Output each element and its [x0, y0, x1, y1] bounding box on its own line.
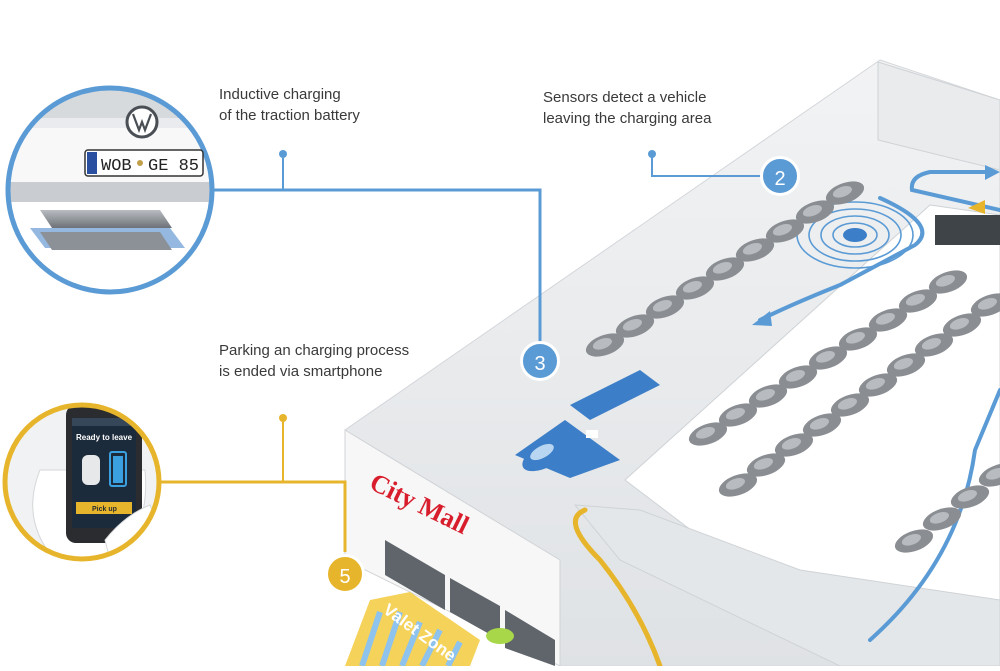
parked-car — [894, 529, 934, 553]
parked-car — [774, 433, 814, 457]
phone-status-title: Ready to leave — [76, 433, 133, 442]
valet-car — [486, 628, 514, 644]
caption-inductive: Inductive charging of the traction batte… — [219, 84, 360, 126]
parked-car — [928, 270, 968, 294]
parked-car — [914, 333, 954, 357]
ramp — [573, 504, 1000, 667]
parked-car — [825, 181, 865, 205]
entrance-arrow — [968, 200, 985, 214]
caption-parking-line-2: is ended via smartphone — [219, 363, 383, 380]
caption-sensors-line-2: leaving the charging area — [543, 110, 712, 127]
parked-car — [718, 403, 758, 427]
parked-car — [718, 473, 758, 497]
caption-sensors: Sensors detect a vehicle leaving the cha… — [543, 87, 711, 129]
garage-back-wall — [877, 61, 1000, 171]
parked-car — [898, 289, 938, 313]
inductive-charging-inset: WOB GE 85 — [5, 85, 215, 295]
phone-pickup-button[interactable]: Pick up — [92, 506, 117, 513]
parked-car — [922, 507, 962, 531]
parked-car — [746, 453, 786, 477]
parked-car — [868, 308, 908, 332]
parked-car — [795, 200, 835, 224]
smartphone-inset: Ready to leave Pick up — [2, 402, 162, 562]
parked-car — [942, 313, 982, 337]
caption-parking: Parking an charging process is ended via… — [219, 340, 409, 382]
step-badge-2: 2 — [760, 156, 800, 196]
parked-car — [688, 422, 728, 446]
parked-car — [585, 333, 625, 357]
plate-left: WOB — [101, 157, 132, 176]
callout-dot-sensors — [648, 150, 656, 158]
parked-car — [765, 219, 805, 243]
parked-car — [778, 365, 818, 389]
callout-line-5 — [158, 480, 347, 552]
parked-car — [675, 276, 715, 300]
parked-car — [950, 485, 990, 509]
blue-charging-car — [522, 438, 570, 472]
caption-parking-line-1: Parking an charging process — [219, 342, 410, 359]
parked-car — [802, 413, 842, 437]
parked-car — [838, 327, 878, 351]
parked-car — [735, 238, 775, 262]
gold-route — [573, 507, 663, 669]
plate-right: GE 85 — [148, 157, 199, 176]
callout-line-3 — [210, 188, 542, 342]
facade-windows — [385, 540, 555, 666]
parked-car — [978, 463, 1000, 487]
callout-dot-parking — [279, 414, 287, 422]
callout-dot-inductive — [279, 150, 287, 158]
parked-car — [808, 346, 848, 370]
garage-entrance — [935, 215, 1000, 245]
leaving-car — [843, 228, 867, 242]
license-plate: WOB GE 85 — [84, 149, 204, 177]
parked-cars — [585, 181, 1000, 553]
parked-car — [858, 373, 898, 397]
caption-inductive-line-1: Inductive charging — [219, 86, 341, 103]
parked-car — [886, 353, 926, 377]
parked-car — [748, 384, 788, 408]
callout-line-2 — [651, 157, 762, 177]
parked-car — [705, 257, 745, 281]
parked-car — [830, 393, 870, 417]
caption-inductive-line-2: of the traction battery — [219, 107, 360, 124]
caption-sensors-line-1: Sensors detect a vehicle — [543, 89, 707, 106]
parked-car — [645, 295, 685, 319]
route-arrowhead — [752, 311, 772, 326]
step-badge-3: 3 — [520, 341, 560, 381]
callout-lines — [158, 157, 762, 552]
step-badge-5: 5 — [325, 554, 365, 594]
vw-logo — [125, 105, 159, 139]
parked-car — [615, 314, 655, 338]
valet-zone: Valet Zone — [345, 592, 480, 668]
route-arrowhead-top — [985, 165, 1000, 180]
